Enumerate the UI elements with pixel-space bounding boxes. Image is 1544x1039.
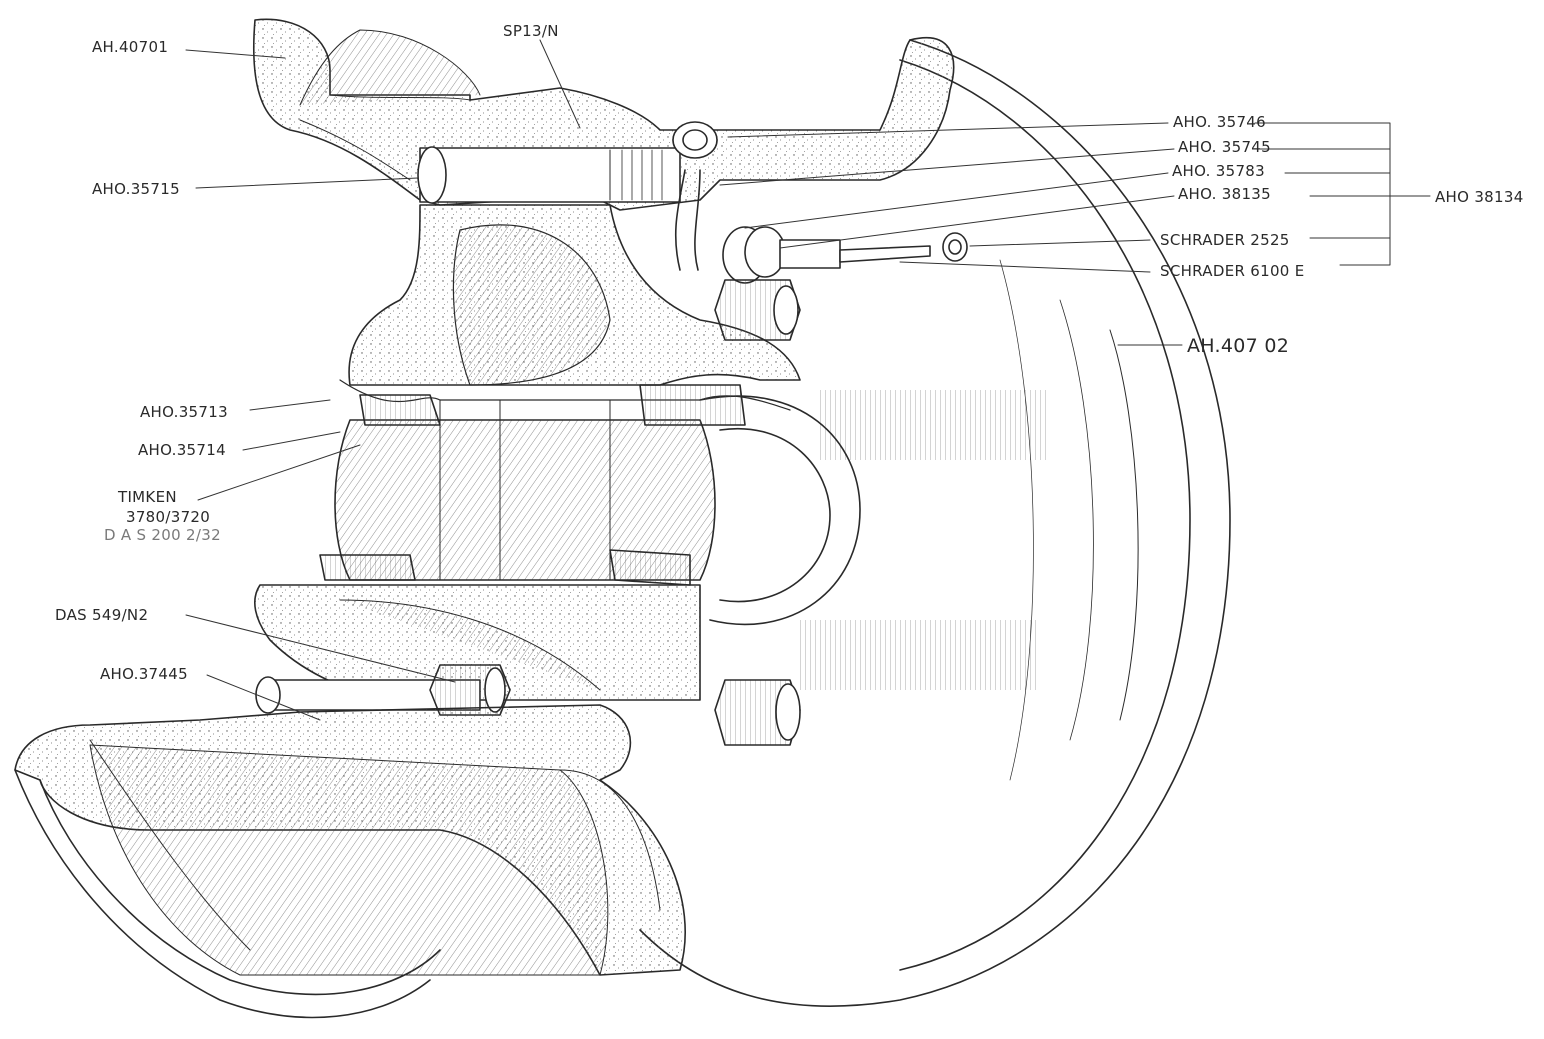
label-aho-37445: AHO.37445	[100, 665, 188, 683]
label-aho-38134: AHO 38134	[1435, 188, 1524, 206]
label-aho-35783: AHO. 35783	[1172, 162, 1265, 180]
taper-bearing-outer	[319, 384, 746, 586]
hub-body-lower	[254, 584, 701, 701]
upper-nut	[714, 279, 801, 341]
leader-lines	[185, 39, 1431, 721]
hub-body	[348, 204, 801, 386]
label-ah-40702: AH.407 02	[1187, 335, 1290, 357]
label-aho-38135: AHO. 38135	[1178, 185, 1271, 203]
lower-stud	[255, 664, 511, 716]
label-schrader-6100e: SCHRADER 6100 E	[1160, 262, 1305, 280]
label-aho-35745: AHO. 35745	[1178, 138, 1271, 156]
bearing-housing	[334, 379, 861, 626]
wheel-disc	[639, 39, 1231, 1007]
label-aho-35714: AHO.35714	[138, 441, 226, 459]
rim-flange-lower	[14, 704, 686, 1019]
grease-nipple	[672, 121, 718, 271]
label-aho-35746: AHO. 35746	[1173, 113, 1266, 131]
label-das-faint: D A S 200 2/32	[104, 526, 221, 544]
label-sp13-n: SP13/N	[503, 22, 559, 40]
lower-right-nut	[714, 679, 801, 746]
label-ah-40701: AH.40701	[92, 38, 169, 56]
label-das-549-n2: DAS 549/N2	[55, 606, 149, 624]
label-schrader-2525: SCHRADER 2525	[1160, 231, 1290, 249]
label-timken-line1: TIMKEN	[118, 488, 177, 506]
label-aho-35715: AHO.35715	[92, 180, 180, 198]
valve-assembly	[722, 226, 968, 284]
label-timken-line2: 3780/3720	[126, 508, 211, 526]
label-aho-35713: AHO.35713	[140, 403, 228, 421]
wheel-stud	[417, 146, 681, 204]
